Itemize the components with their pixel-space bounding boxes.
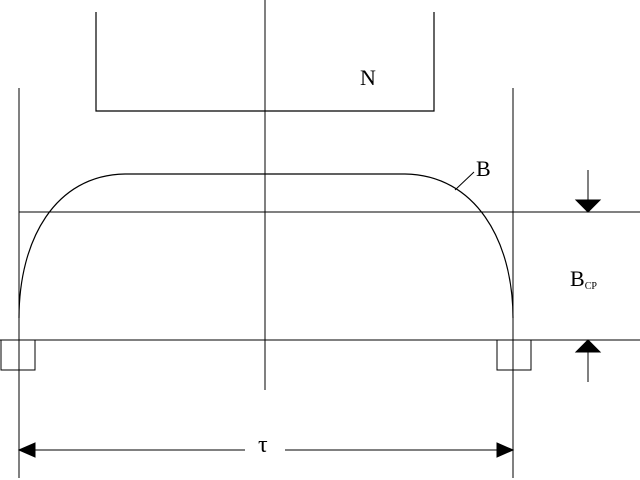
bcp-label: BCP [570,266,597,292]
curve-label: B [476,156,491,181]
pitch-right-arrowhead [496,442,515,458]
pole-pitch-label: τ [258,432,268,458]
flux-density-curve [18,173,514,319]
left-conductor-slot [0,339,36,371]
curve-label-leader [454,171,475,191]
right-conductor-slot [496,339,532,371]
bcp-top-arrowhead [574,199,602,213]
pole-label: N [360,65,376,90]
bcp-label-main: B [570,266,585,291]
bcp-label-subscript: CP [585,281,598,292]
bcp-bottom-arrowhead [574,339,602,353]
pitch-left-arrowhead [17,442,36,458]
